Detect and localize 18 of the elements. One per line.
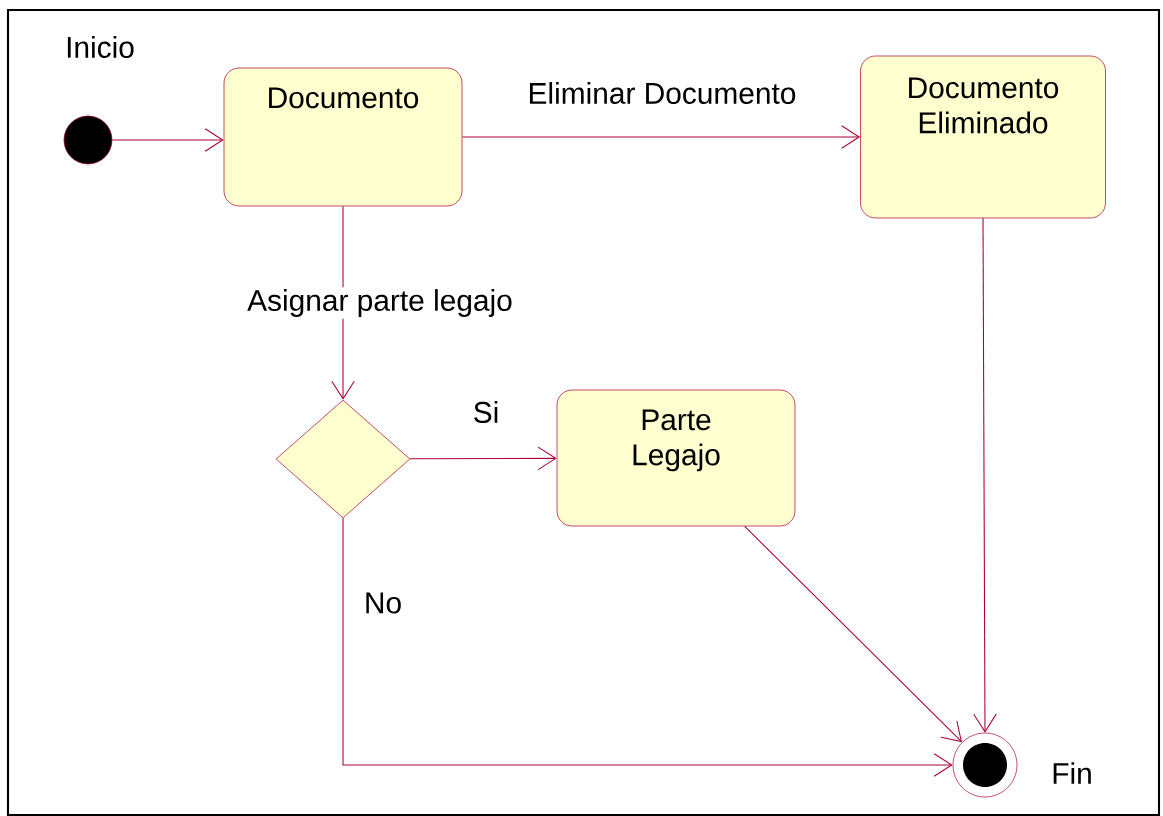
- state-box: Documento Eliminado: [860, 55, 1106, 219]
- edge-label: No: [362, 590, 404, 616]
- state-box: Documento: [223, 67, 463, 207]
- state-box: Parte Legajo: [556, 389, 796, 527]
- edge-label: Asignar parte legajo: [245, 287, 515, 319]
- node-label: Fin: [1053, 762, 1091, 784]
- arrow: [461, 125, 861, 149]
- edge-label: Eliminar Documento: [525, 80, 799, 106]
- node-label: Inicio: [67, 36, 134, 58]
- arrow: [973, 217, 997, 733]
- start-circle: [63, 115, 113, 165]
- end-circle: [952, 732, 1018, 798]
- decision-diamond: [275, 399, 411, 519]
- arrow: [744, 525, 963, 743]
- arrow: [342, 517, 953, 777]
- edge-label: Si: [470, 399, 502, 425]
- arrow: [409, 446, 557, 471]
- arrow: [111, 128, 224, 152]
